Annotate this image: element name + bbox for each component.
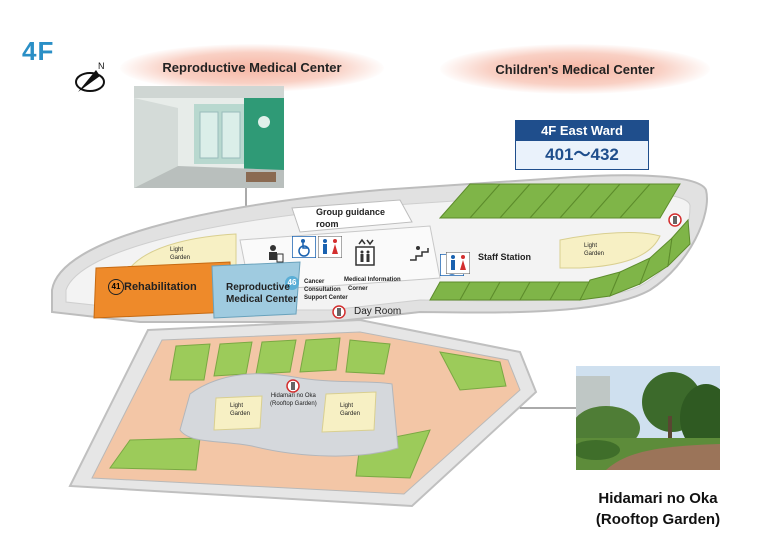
reproductive-center-area — [211, 261, 301, 319]
phone-icon-2 — [668, 213, 682, 227]
title-childrens-center: Children's Medical Center — [495, 62, 655, 77]
elevator-icon — [355, 238, 375, 266]
restroom-icon-2 — [446, 252, 470, 274]
caption-line2: (Rooftop Garden) — [595, 511, 721, 528]
stairs-icon — [410, 246, 429, 261]
phone-icon — [332, 305, 346, 319]
title-glow-left — [120, 44, 384, 92]
rooftop-light-garden-left — [213, 395, 263, 431]
caption-line1: Hidamari no Oka — [598, 490, 718, 507]
svg-text:N: N — [98, 61, 105, 71]
reproductive-center-photo — [134, 86, 284, 188]
restroom-icon — [318, 236, 342, 258]
day-room-label: Day Room — [354, 306, 402, 317]
title-glow-right — [440, 44, 710, 94]
phone-icon-3 — [286, 379, 300, 393]
ward-rooms — [429, 183, 691, 301]
floor-label: 4F — [22, 36, 55, 66]
light-garden-left — [129, 233, 237, 271]
wheelchair-toilet-icon — [292, 236, 316, 258]
baby-care-icon — [269, 245, 284, 263]
rooftop-garden-photo — [576, 366, 720, 470]
group-guidance-room — [291, 199, 413, 233]
title-reproductive-center: Reproductive Medical Center — [162, 60, 342, 75]
rehabilitation-label: Rehabilitation — [124, 281, 197, 293]
staff-station-label: Staff Station — [478, 252, 531, 262]
ward-title: 4F East Ward — [516, 121, 648, 141]
rooftop-green-patches — [109, 337, 507, 479]
reproductive-number: 46 — [285, 276, 299, 290]
ward-room-range: 401～432 — [516, 141, 648, 169]
ward-info-box: 4F East Ward 401～432 — [515, 120, 649, 170]
rooftop-map-label: Hidamari no Oka(Rooftop Garden) — [270, 393, 317, 407]
compass-icon: N — [75, 61, 105, 92]
rooftop-light-garden-right — [321, 391, 377, 433]
light-garden-right — [559, 232, 661, 269]
rehabilitation-number: 41 — [108, 279, 124, 295]
rooftop-garden-caption: Hidamari no Oka (Rooftop Garden) — [558, 488, 758, 530]
